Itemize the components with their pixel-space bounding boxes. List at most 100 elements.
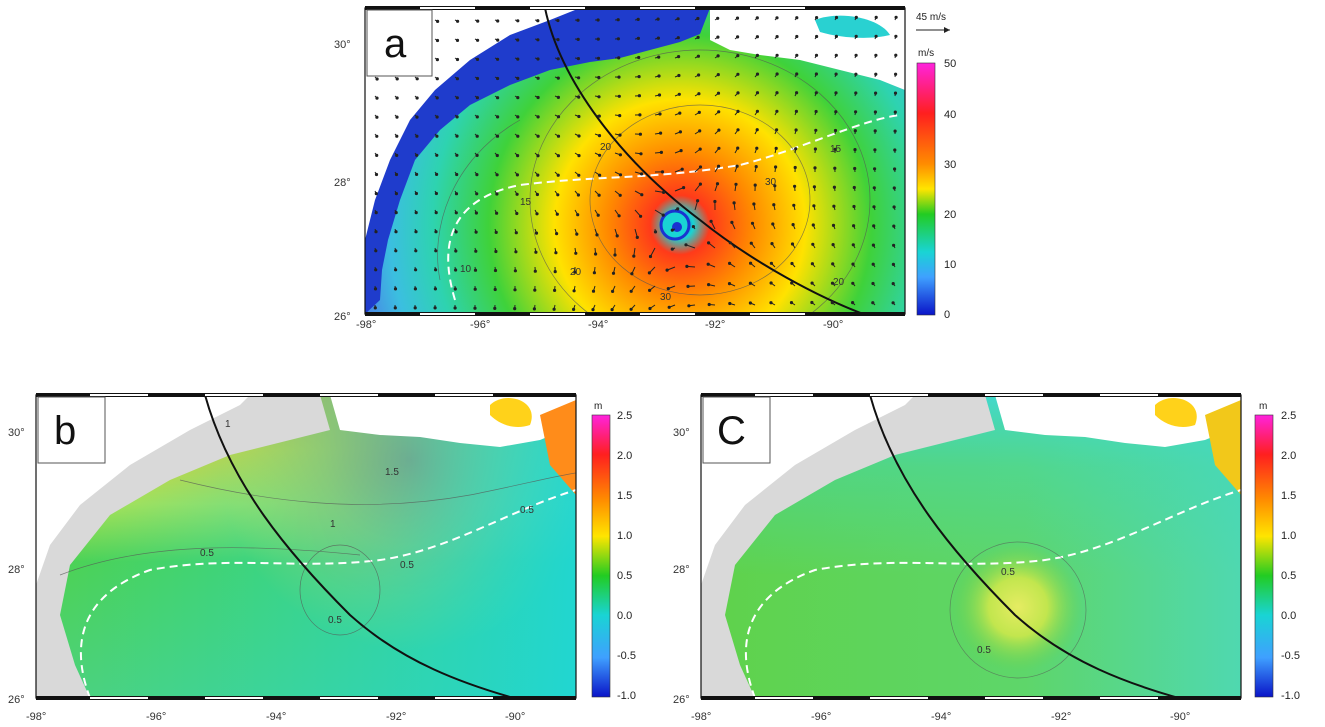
- surge-dome: [953, 542, 1083, 672]
- colorbar-tick-label: 40: [944, 109, 956, 121]
- wind-vector-head: [494, 249, 498, 254]
- contour-label: 20: [833, 277, 845, 288]
- wind-vector-head: [753, 183, 757, 187]
- colorbar-tick-label: 2.5: [1281, 410, 1296, 422]
- wind-vector-head: [789, 301, 794, 305]
- wind-vector-head: [374, 249, 378, 253]
- wind-vector-head: [414, 268, 418, 272]
- wind-vector-head: [591, 308, 595, 312]
- wind-vector-head: [415, 96, 419, 100]
- wind-vector-head: [495, 192, 499, 196]
- wind-vector-head: [455, 96, 459, 100]
- wind-vector-head: [575, 232, 579, 236]
- wind-vector-head: [676, 207, 680, 211]
- wind-vector-head: [535, 192, 539, 197]
- vector-scale-arrow: [916, 27, 950, 33]
- colorbar-tick-label: 30: [944, 159, 956, 171]
- colorbar-tick-label: 20: [944, 209, 956, 221]
- frame-ticks: [701, 393, 1241, 700]
- contour-label: 15: [520, 197, 532, 208]
- wind-vector-head: [686, 284, 690, 288]
- wind-vector-head: [572, 307, 576, 311]
- wind-vector-head: [853, 129, 857, 133]
- lat-tick: 26°: [673, 694, 690, 706]
- wind-vector-head: [854, 34, 858, 39]
- wind-vector-head: [871, 281, 875, 286]
- wind-vector-head: [755, 146, 759, 150]
- wind-vector-head: [812, 185, 816, 189]
- panel-letter-box: [366, 9, 433, 77]
- wind-vector-head: [556, 76, 560, 80]
- wind-vector-head: [495, 134, 500, 138]
- wind-vector-head: [556, 95, 560, 100]
- wind-vector-head: [618, 173, 623, 177]
- wind-vector-head: [395, 115, 399, 119]
- wind-vector-head: [831, 262, 835, 266]
- wind-vector-head: [716, 35, 720, 39]
- wind-vector-head: [755, 53, 759, 58]
- wind-vector: [694, 200, 699, 211]
- wind-vector-head: [794, 109, 798, 114]
- panel-letter: C: [717, 409, 746, 453]
- wind-vector-head: [771, 222, 775, 226]
- wind-vector-head: [851, 262, 855, 266]
- wind-vector-head: [728, 261, 732, 265]
- wind-vector-head: [454, 249, 458, 253]
- contour-label: 0.5: [977, 645, 991, 656]
- wind-vector-head: [415, 115, 419, 119]
- wind-vector-head: [717, 110, 721, 114]
- contour-label: 20: [570, 267, 582, 278]
- wind-vector-head: [394, 192, 399, 196]
- wind-vector-head: [892, 224, 896, 228]
- wind-vector-head: [736, 54, 740, 58]
- wind-vector-head: [515, 173, 519, 177]
- wind-vector-head: [374, 211, 378, 215]
- wind-vector-head: [552, 307, 556, 311]
- wind-vector-head: [434, 230, 438, 234]
- wind-vector-head: [556, 38, 560, 42]
- wind-vector-head: [394, 268, 398, 272]
- wind-vector-head: [636, 17, 640, 21]
- wind-vector-head: [536, 95, 540, 100]
- wind-vector-head: [696, 54, 700, 58]
- wind-vector-head: [532, 307, 536, 311]
- wind-vector: [654, 209, 664, 216]
- lat-tick: 30°: [8, 427, 25, 439]
- wind-vector-head: [433, 306, 437, 310]
- storm-track: [869, 395, 1183, 698]
- wind-vector-head: [556, 115, 561, 119]
- wind-vector-head: [755, 35, 759, 39]
- colorbar-tick-label: -1.0: [617, 690, 636, 702]
- wind-vector-head: [892, 205, 896, 209]
- contour-label: 1: [225, 419, 231, 430]
- wind-vector-head: [597, 75, 601, 80]
- wind-vector-head: [494, 230, 498, 234]
- colorbar-tick-label: 1.0: [1281, 530, 1296, 542]
- colorbar: [591, 414, 611, 698]
- wind-vector-head: [638, 113, 642, 117]
- wind-vector-head: [413, 287, 418, 291]
- wind-vector-head: [833, 166, 837, 170]
- wind-vector-head: [496, 57, 500, 61]
- wind-vector-head: [493, 306, 497, 310]
- lon-tick: -90°: [505, 711, 525, 723]
- wind-vector-head: [434, 211, 438, 215]
- colorbar-ticks: 2.5 2.0 1.5 1.0 0.5 0.0 -0.5 -1.0: [617, 410, 636, 702]
- wind-vector-head: [716, 91, 721, 95]
- wind-vector-head: [755, 91, 760, 95]
- wind-vector-head: [617, 56, 621, 60]
- wind-vector-head: [769, 301, 773, 305]
- wind-vector-head: [637, 55, 641, 60]
- wind-vector-head: [750, 221, 755, 225]
- wind-vector-head: [434, 191, 439, 196]
- wind-vector-head: [516, 134, 520, 138]
- wind-vector-head: [769, 261, 773, 265]
- wind-vector-head: [670, 228, 674, 232]
- wind-vector-head: [514, 250, 518, 254]
- wind-vector-head: [687, 304, 691, 308]
- wind-vector-head: [475, 173, 479, 177]
- wind-vector-head: [573, 270, 577, 274]
- wind-vector-head: [812, 204, 816, 208]
- wind-vector-head: [873, 148, 877, 152]
- wind-vector-head: [815, 16, 819, 20]
